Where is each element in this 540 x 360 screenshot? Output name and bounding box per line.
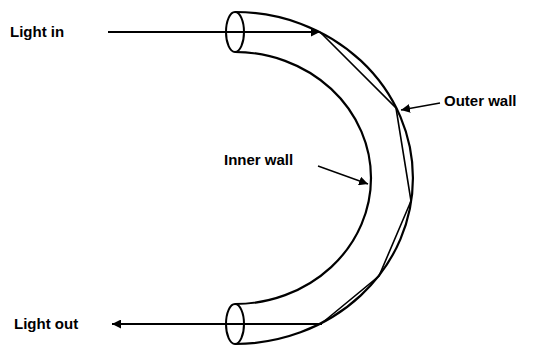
- ray-label: Light in: [10, 23, 64, 41]
- inner-wall-line: [235, 52, 371, 304]
- part-label: Outer wall: [444, 92, 517, 110]
- outer-wall-line: [235, 12, 413, 344]
- leader-line: [318, 166, 368, 184]
- light-ray: [108, 31, 320, 33]
- ray-label: Light out: [14, 315, 78, 333]
- light-ray: [112, 323, 322, 325]
- light-ray: [320, 32, 411, 323]
- leader-line: [401, 103, 440, 110]
- part-label: Inner wall: [224, 151, 293, 169]
